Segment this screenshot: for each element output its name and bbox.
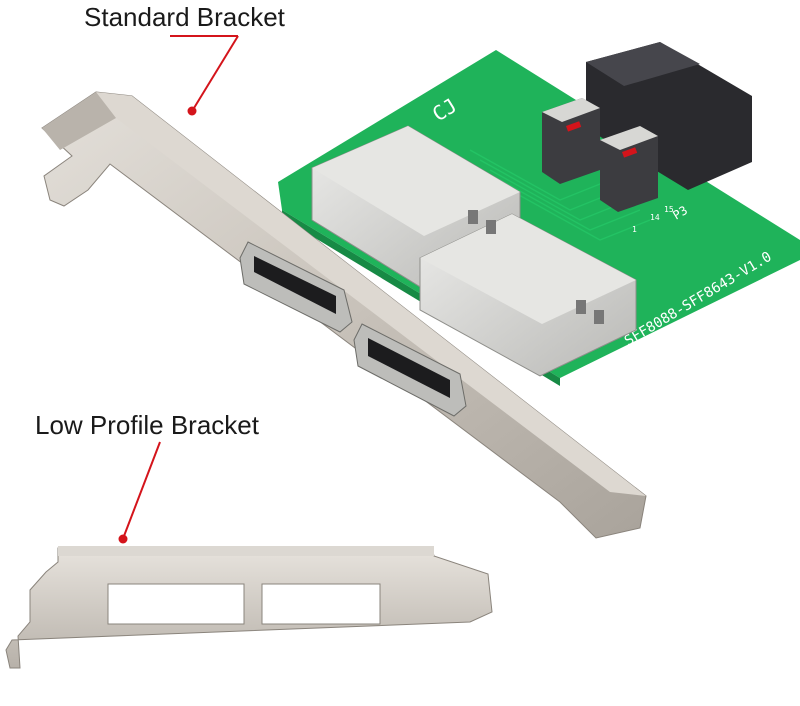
callout-standard-dot [187,106,197,116]
low-profile-bracket-label: Low Profile Bracket [35,410,259,440]
port-label: P3 [670,203,690,222]
callout-lowprofile-dot [118,534,128,544]
low-profile-bracket [5,546,493,669]
pin-number-1: 1 [632,225,637,234]
pin-number-15: 15 [664,205,674,214]
callout-lowprofile [123,441,161,537]
standard-bracket-label: Standard Bracket [84,2,285,32]
external-connector-shields [311,125,637,377]
bracket-ports [239,241,467,417]
internal-connectors [542,42,752,212]
callout-standard [170,35,239,109]
pin-number-14: 14 [650,213,660,222]
